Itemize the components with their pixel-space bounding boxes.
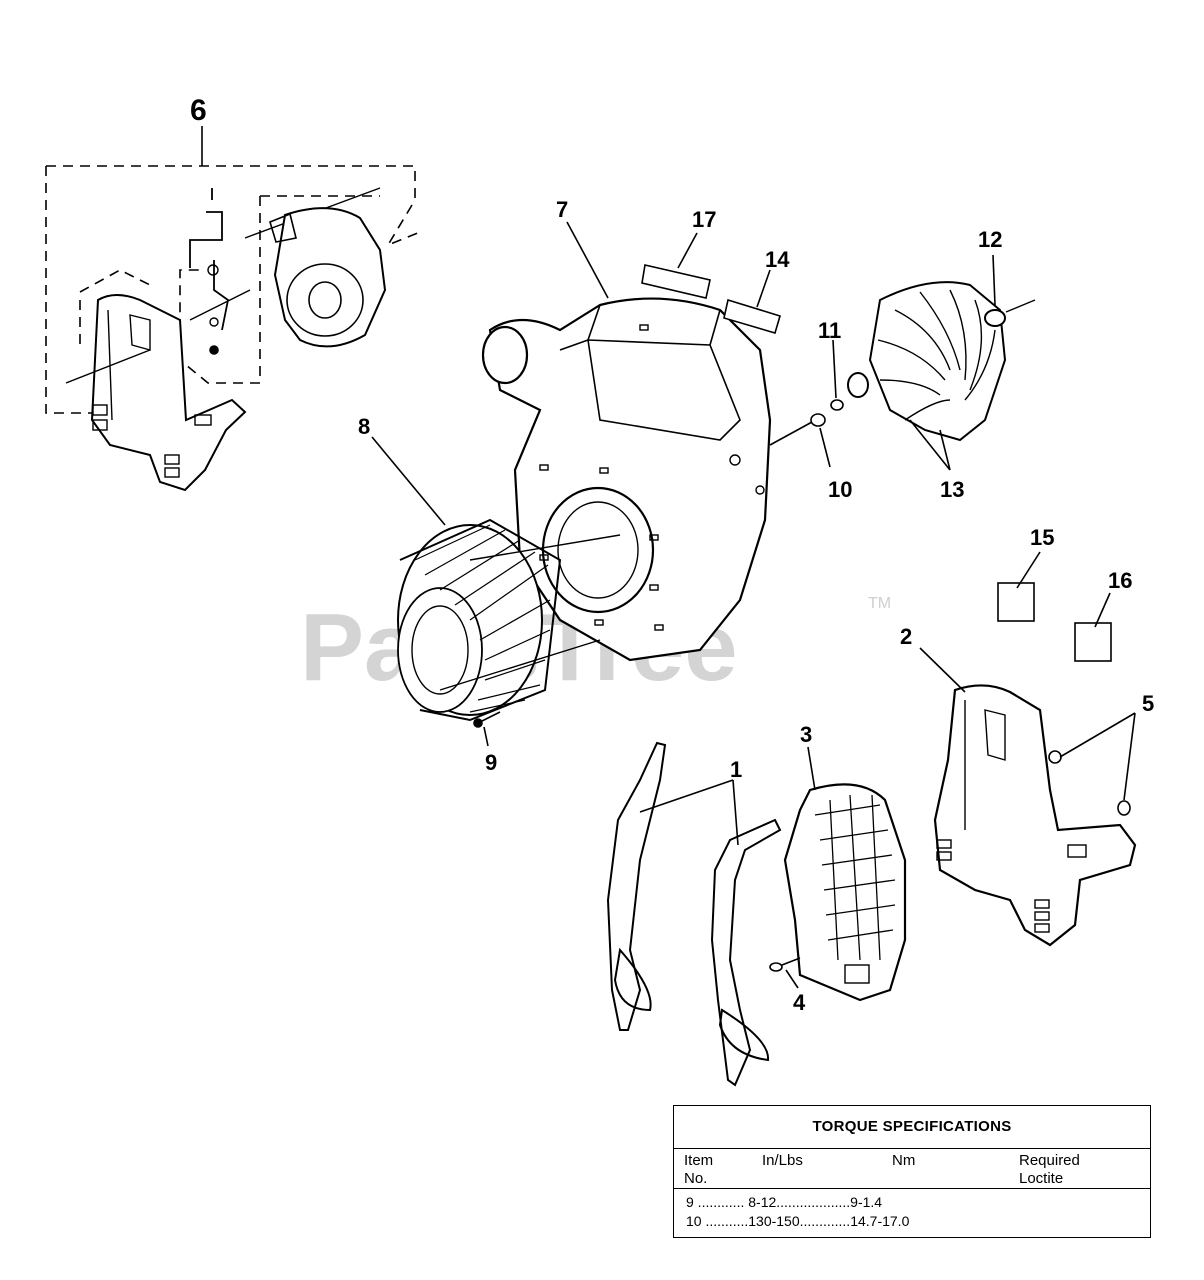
header-loctite-line2: Loctite xyxy=(1019,1170,1064,1187)
header-nm: Nm xyxy=(892,1152,916,1169)
assembly-6-inset xyxy=(45,126,421,492)
callout-1: 1 xyxy=(730,757,742,782)
callout-6: 6 xyxy=(190,94,207,127)
leader-lines xyxy=(371,221,1136,989)
callout-3: 3 xyxy=(800,722,812,747)
callout-14: 14 xyxy=(765,247,790,272)
back-plate xyxy=(933,684,1137,947)
recoil-starter xyxy=(397,518,621,722)
screw-4 xyxy=(769,957,801,972)
decals-15-16 xyxy=(997,582,1112,662)
impeller-fan xyxy=(847,281,1036,442)
header-loctite-line1: Required xyxy=(1019,1152,1080,1169)
table-row: 9 ............ 8-12...................9-… xyxy=(686,1194,883,1210)
shoulder-straps xyxy=(606,741,782,1087)
bolt-9 xyxy=(473,711,501,728)
table-divider xyxy=(674,1188,1150,1189)
torque-table-title: TORQUE SPECIFICATIONS xyxy=(674,1106,1150,1149)
callout-16: 16 xyxy=(1108,568,1132,593)
table-row: 10 ...........130-150.............14.7-1… xyxy=(686,1213,910,1229)
callout-12: 12 xyxy=(978,227,1002,252)
header-item-line1: Item xyxy=(684,1152,714,1169)
header-item-no: Item No. xyxy=(684,1152,713,1188)
watermark-trademark: TM xyxy=(868,595,891,612)
blower-housing xyxy=(481,297,772,662)
callout-2: 2 xyxy=(900,624,912,649)
callout-8: 8 xyxy=(358,414,370,439)
callout-5: 5 xyxy=(1142,691,1154,716)
nut-10-washer-11 xyxy=(769,399,844,446)
callout-9: 9 xyxy=(485,750,497,775)
callout-11: 11 xyxy=(818,318,841,343)
decals-17-14 xyxy=(641,264,781,334)
callout-17: 17 xyxy=(692,207,716,232)
header-inlbs: In/Lbs xyxy=(762,1152,803,1169)
callout-7: 7 xyxy=(556,197,568,222)
callout-15: 15 xyxy=(1030,525,1054,550)
header-loctite: Required Loctite xyxy=(1019,1152,1080,1188)
callout-4: 4 xyxy=(793,990,806,1015)
header-item-line2: No. xyxy=(684,1170,708,1187)
callout-13: 13 xyxy=(940,477,964,502)
torque-specifications-table: TORQUE SPECIFICATIONS Item No. In/Lbs Nm… xyxy=(673,1105,1151,1238)
back-pad xyxy=(783,783,907,1002)
callout-10: 10 xyxy=(828,477,852,502)
